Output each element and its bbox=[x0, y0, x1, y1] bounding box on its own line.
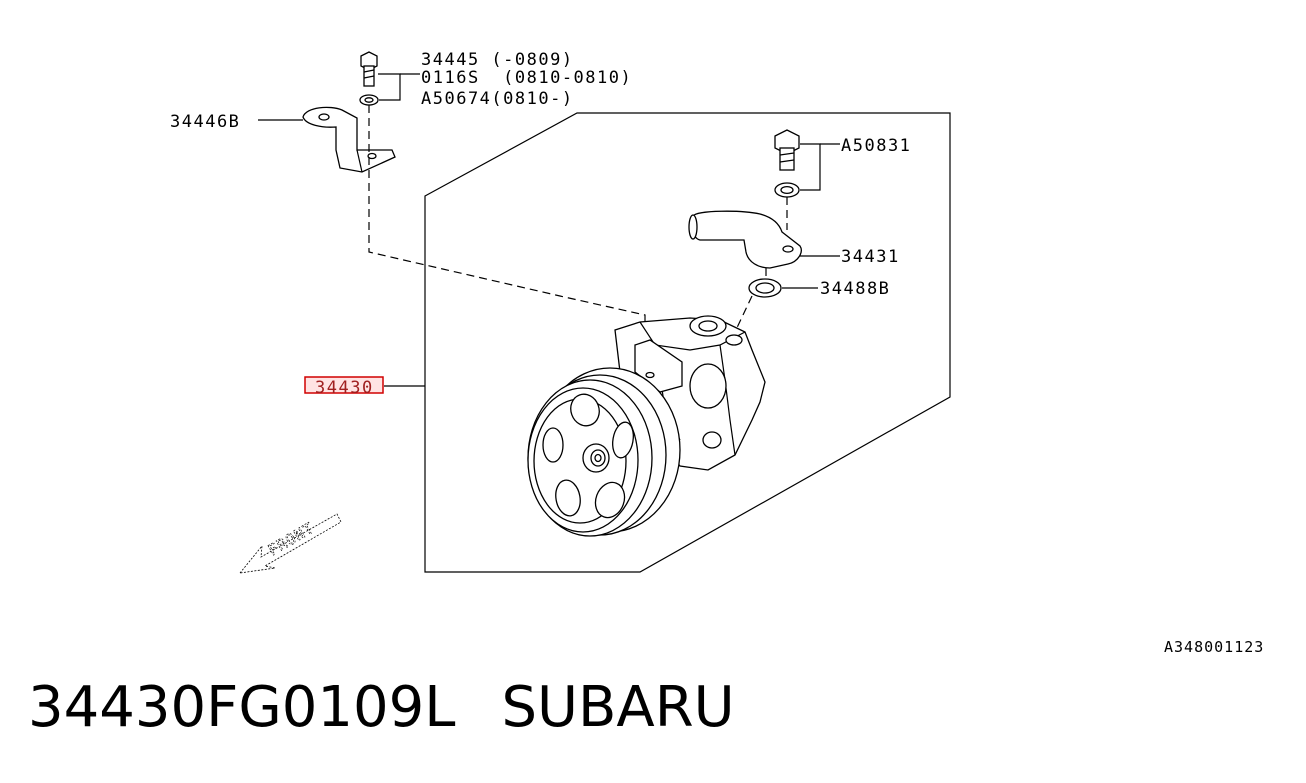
callout-34430-label: 34430 bbox=[315, 378, 374, 398]
callout-a50674: A50674(0810-) bbox=[421, 89, 574, 109]
callout-34445: 34445 (-0809) bbox=[421, 50, 574, 70]
diagram-id: A348001123 bbox=[1164, 638, 1264, 656]
callout-34446b[interactable]: 34446B bbox=[170, 112, 240, 132]
assembly-frame bbox=[424, 112, 951, 573]
callout-34431[interactable]: 34431 bbox=[841, 247, 900, 267]
part-number: 34430FG0109L bbox=[28, 675, 456, 740]
power-steering-pump-icon bbox=[527, 315, 766, 537]
union-bolt-icon bbox=[774, 129, 800, 171]
pressure-fitting-icon bbox=[688, 210, 802, 269]
callout-0116s: 0116S (0810-0810) bbox=[421, 68, 632, 88]
union-washer-icon bbox=[774, 182, 800, 198]
bracket-bolt-icon bbox=[360, 51, 378, 87]
callout-a50831[interactable]: A50831 bbox=[841, 136, 911, 156]
gasket-icon bbox=[748, 278, 782, 298]
front-arrow-icon: FRONT bbox=[239, 513, 342, 574]
brand-name: SUBARU bbox=[501, 675, 735, 740]
callout-34488b[interactable]: 34488B bbox=[820, 279, 890, 299]
bracket-washer-icon bbox=[359, 94, 379, 106]
callout-34430-highlighted[interactable]: 34430 bbox=[304, 376, 384, 398]
mounting-bracket-icon bbox=[302, 106, 396, 173]
